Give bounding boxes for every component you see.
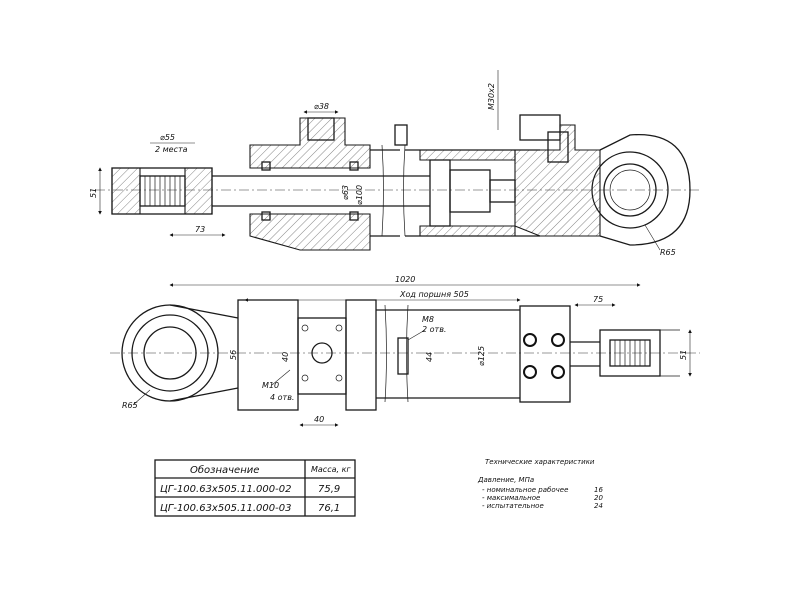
four-holes: 4 отв.	[270, 393, 294, 402]
dim-56: 56	[229, 350, 238, 360]
break-line-b2	[406, 304, 409, 403]
barrel-bracket	[394, 124, 408, 146]
dim-dia-38: ⌀38	[314, 102, 329, 111]
seal-3	[349, 161, 359, 171]
seal-2	[261, 211, 271, 221]
table-row-1-designation: ЦГ-100.63x505.11.000-02	[160, 484, 291, 495]
elbow-fitting	[519, 114, 561, 141]
gland-bottom	[519, 305, 571, 403]
rear-eye-bore	[603, 163, 657, 217]
bracket-m8	[397, 337, 409, 375]
two-places-note: 2 места	[155, 145, 188, 154]
technical-specs: Технические характеристики Давление, МПа…	[477, 458, 603, 510]
break-line-2	[403, 144, 406, 237]
port-flange	[297, 317, 347, 395]
table-header-designation: Обозначение	[190, 464, 259, 476]
variants-table: Обозначение Масса, кг ЦГ-100.63x505.11.0…	[154, 459, 356, 517]
dim-dia-125: ⌀125	[477, 346, 486, 366]
seal-1	[261, 161, 271, 171]
dim-dia-55: ⌀55	[160, 133, 175, 142]
dim-dia-100: ⌀100	[355, 185, 364, 205]
specs-row-1-label: - номинальное рабочее	[482, 486, 568, 494]
dim-73: 73	[195, 225, 205, 234]
dim-51-top: 51	[89, 188, 98, 198]
break-line-1	[381, 144, 384, 237]
gland-upper-hatch	[249, 117, 371, 169]
top-sectional-view: ⌀38 M30x2 ⌀55 2 места 51 73 ⌀63 ⌀100 R65	[89, 70, 700, 257]
specs-row-2-label: - максимальное	[482, 494, 540, 502]
rear-eye-outer	[591, 151, 669, 229]
specs-row-3-value: 24	[594, 502, 603, 510]
bottom-external-view: 1020 Ход поршня 505 75 M8 2 отв. 56 40 4…	[110, 275, 700, 427]
thread-m8: M8	[422, 315, 434, 324]
table-row-1-mass: 75,9	[318, 484, 340, 495]
dim-r65-bottom: R65	[122, 401, 138, 410]
rear-eye-outline	[599, 133, 691, 246]
dim-51-bottom: 51	[679, 350, 688, 360]
rear-eye-bushing	[609, 169, 651, 211]
barrel-wall-lower	[419, 225, 516, 237]
two-holes: 2 отв.	[422, 325, 446, 334]
rod-end-bottom	[599, 329, 661, 377]
table-row-2-designation: ЦГ-100.63x505.11.000-03	[160, 503, 291, 514]
barrel-ring	[345, 299, 377, 411]
rod-tip	[489, 179, 516, 203]
spherical-bearing	[139, 175, 186, 207]
dim-75: 75	[593, 295, 603, 304]
break-line-b1	[384, 304, 387, 403]
dim-40-horizontal: 40	[314, 415, 324, 424]
piston	[429, 159, 451, 227]
dim-40-vertical: 40	[281, 352, 290, 362]
rod-end-hatch-right	[184, 167, 213, 215]
elbow-fitting-body	[547, 131, 569, 163]
port-hole	[311, 342, 333, 364]
rod-end-hatch-left	[111, 167, 141, 215]
piston-nut	[449, 169, 491, 213]
piston-stroke: Ход поршня 505	[399, 290, 469, 299]
dim-1020: 1020	[395, 275, 415, 284]
rear-eye-ring-bottom	[131, 314, 209, 392]
port-boss	[307, 117, 335, 141]
seal-4	[349, 211, 359, 221]
specs-row-3-label: - испытательное	[482, 502, 544, 510]
thread-m10: M10	[262, 381, 279, 390]
table-header-mass: Масса, кг	[311, 465, 351, 474]
rear-eye-bore-bottom	[143, 326, 197, 380]
dim-thread-m30: M30x2	[487, 83, 496, 110]
barrel-wall-upper	[419, 149, 516, 161]
specs-title: Технические характеристики	[485, 458, 595, 466]
rear-cap-hatch	[514, 124, 601, 237]
table-row-2-mass: 76,1	[318, 503, 340, 514]
specs-pressure: Давление, МПа	[477, 476, 534, 484]
dim-r65-top: R65	[660, 248, 676, 257]
specs-row-1-value: 16	[594, 486, 603, 494]
dim-dia-63: ⌀63	[341, 185, 350, 200]
dim-44: 44	[425, 352, 434, 362]
specs-row-2-value: 20	[594, 494, 603, 502]
